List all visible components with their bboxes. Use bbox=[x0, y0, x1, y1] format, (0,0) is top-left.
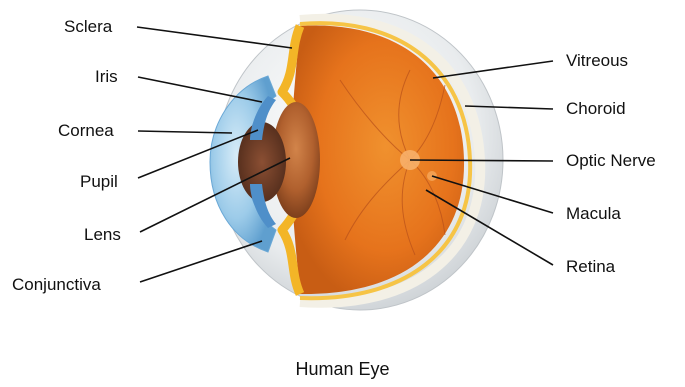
label-cornea: Cornea bbox=[58, 122, 114, 139]
label-iris: Iris bbox=[95, 68, 118, 85]
label-retina: Retina bbox=[566, 258, 615, 275]
label-lens: Lens bbox=[84, 226, 121, 243]
label-pupil: Pupil bbox=[80, 173, 118, 190]
diagram-caption: Human Eye bbox=[0, 359, 685, 380]
label-sclera: Sclera bbox=[64, 18, 112, 35]
label-conjunctiva: Conjunctiva bbox=[12, 276, 101, 293]
label-optic-nerve: Optic Nerve bbox=[566, 152, 656, 169]
label-choroid: Choroid bbox=[566, 100, 626, 117]
label-vitreous: Vitreous bbox=[566, 52, 628, 69]
label-macula: Macula bbox=[566, 205, 621, 222]
